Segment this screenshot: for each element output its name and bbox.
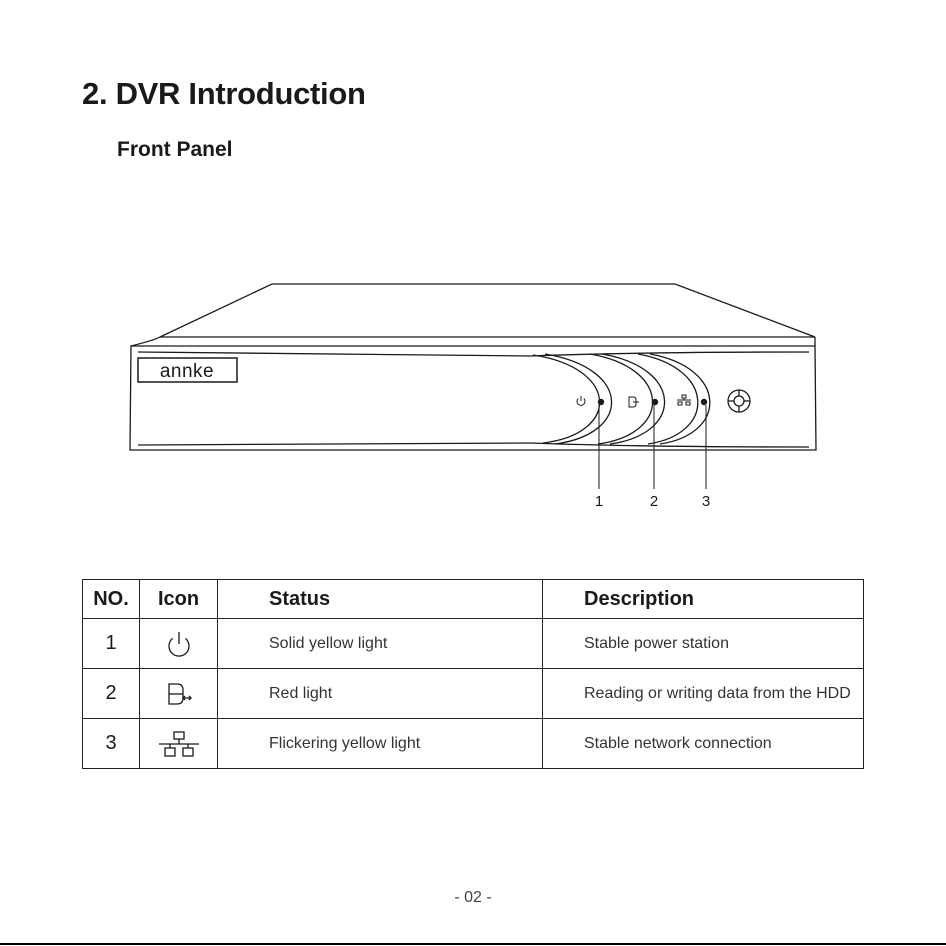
row-status: Solid yellow light bbox=[218, 619, 543, 669]
hdd-icon bbox=[140, 669, 218, 719]
table-row: 2 Red light Reading or writing data from… bbox=[83, 669, 864, 719]
header-description: Description bbox=[543, 580, 864, 619]
panel-network-icon bbox=[677, 395, 691, 405]
row-description: Stable network connection bbox=[543, 719, 864, 769]
network-icon bbox=[140, 719, 218, 769]
power-led bbox=[598, 399, 604, 405]
network-led bbox=[701, 399, 707, 405]
header-status: Status bbox=[218, 580, 543, 619]
table-row: 3 Flickering yellow light Stable network… bbox=[83, 719, 864, 769]
brand-logo-text: annke bbox=[160, 361, 214, 382]
page-number: - 02 - bbox=[0, 889, 946, 907]
row-number: 2 bbox=[83, 669, 140, 719]
row-number: 1 bbox=[83, 619, 140, 669]
callout-label-1: 1 bbox=[595, 493, 603, 510]
bottom-rule bbox=[0, 943, 946, 945]
power-icon bbox=[140, 619, 218, 669]
header-no: NO. bbox=[83, 580, 140, 619]
row-status: Flickering yellow light bbox=[218, 719, 543, 769]
dvr-top-lid bbox=[131, 284, 815, 346]
indicator-table: NO. Icon Status Description 1 Solid yell… bbox=[82, 579, 864, 769]
brand-logo: annke bbox=[138, 358, 237, 382]
table-header-row: NO. Icon Status Description bbox=[83, 580, 864, 619]
row-number: 3 bbox=[83, 719, 140, 769]
panel-hdd-icon bbox=[629, 397, 639, 407]
panel-navigation-button bbox=[728, 390, 750, 412]
row-description: Stable power station bbox=[543, 619, 864, 669]
header-icon: Icon bbox=[140, 580, 218, 619]
callout-label-3: 3 bbox=[702, 493, 710, 510]
panel-power-icon bbox=[577, 396, 585, 405]
hdd-led bbox=[652, 399, 658, 405]
callout-label-2: 2 bbox=[650, 493, 658, 510]
row-status: Red light bbox=[218, 669, 543, 719]
dvr-front-curves bbox=[533, 354, 710, 444]
row-description: Reading or writing data from the HDD bbox=[543, 669, 864, 719]
table-row: 1 Solid yellow light Stable power statio… bbox=[83, 619, 864, 669]
